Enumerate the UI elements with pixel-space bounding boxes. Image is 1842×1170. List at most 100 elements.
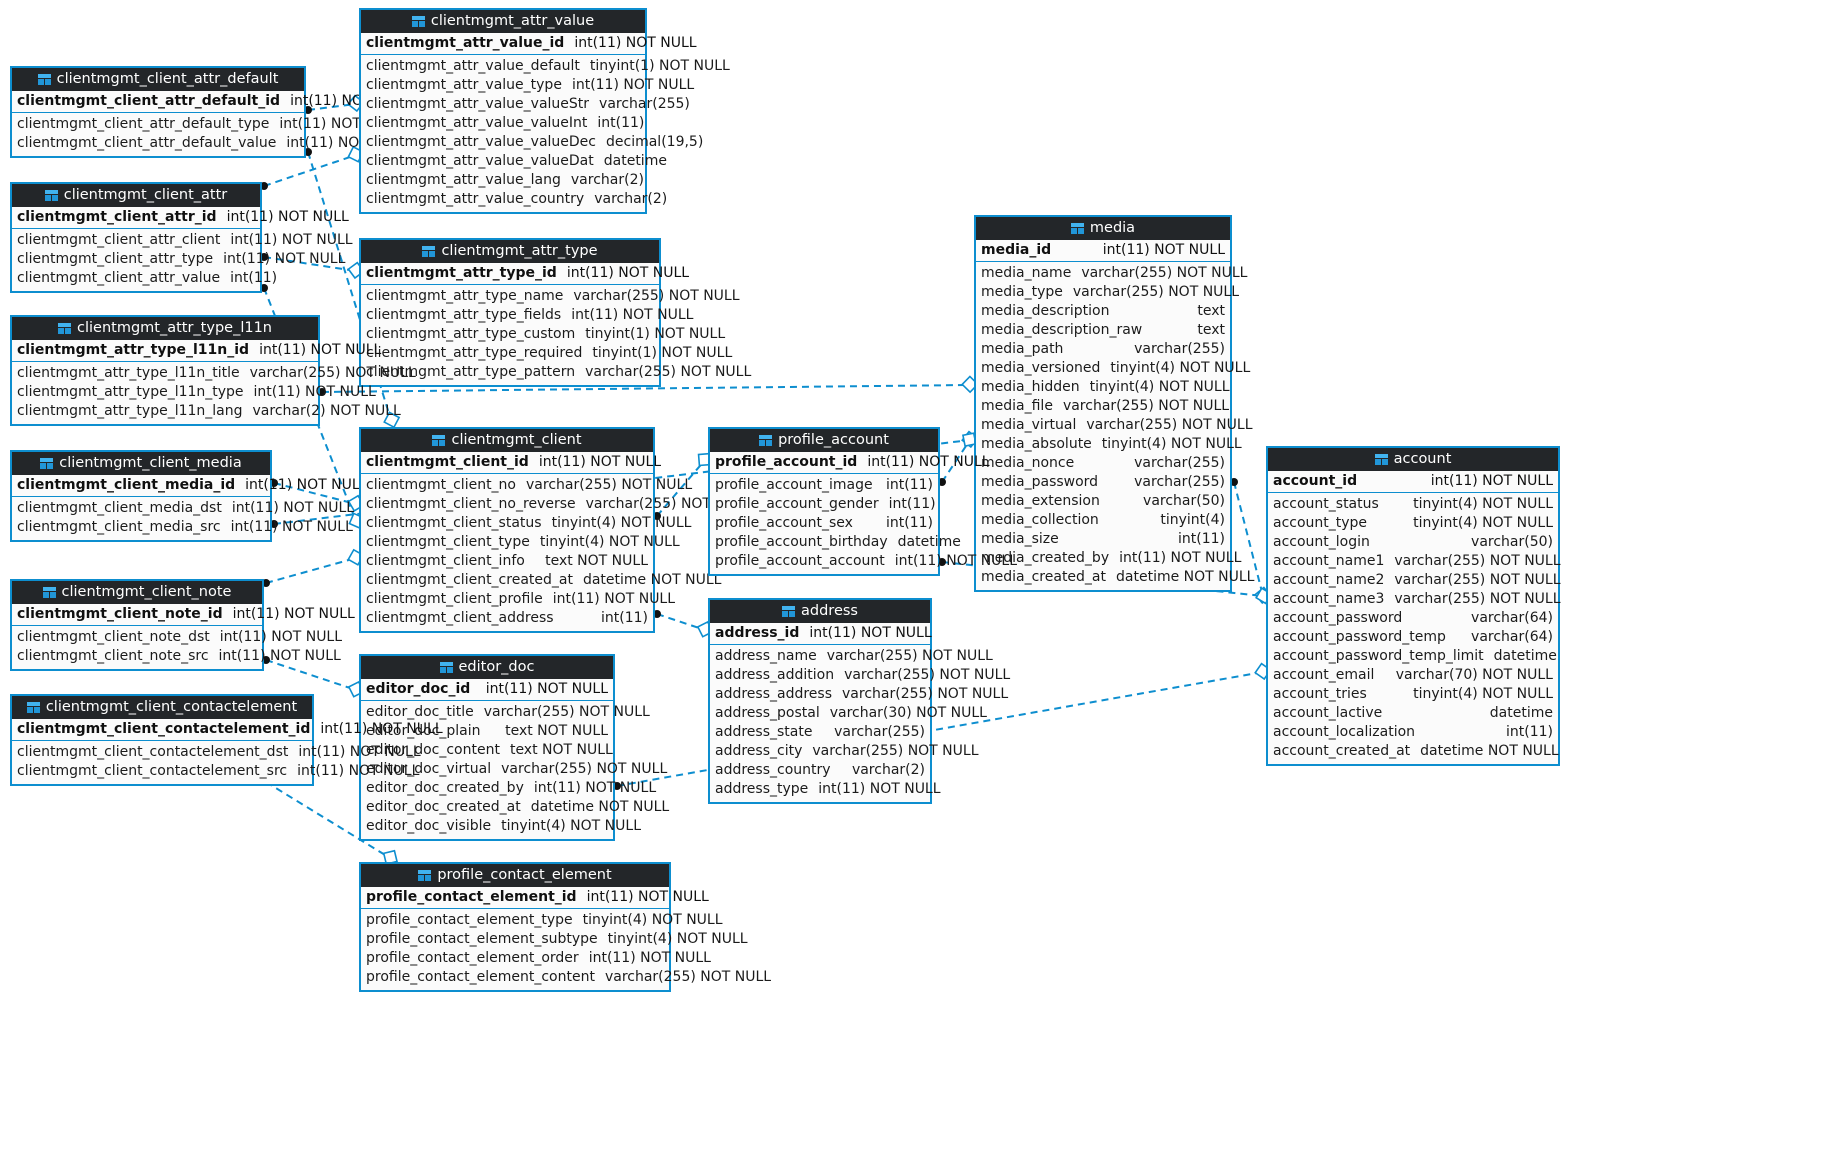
column-name: clientmgmt_attr_value_valueStr	[366, 96, 590, 112]
entity-clientmgmt_client_note[interactable]: clientmgmt_client_note clientmgmt_client_…	[10, 579, 355, 671]
column-name: editor_doc_id	[366, 681, 471, 697]
column-name: clientmgmt_attr_value_default	[366, 58, 580, 74]
column-type: tinyint(1) NOT NULL	[585, 326, 726, 342]
entity-header-address: address	[710, 600, 930, 623]
column-name: account_name3	[1273, 591, 1385, 607]
column-name: media_file	[981, 398, 1053, 414]
column-name: clientmgmt_client_type	[366, 534, 530, 550]
column-name: profile_account_account	[715, 553, 885, 569]
column-type: int(11) NOT NULL	[223, 251, 346, 267]
column-name: clientmgmt_client_info	[366, 553, 525, 569]
column-name: editor_doc_content	[366, 742, 500, 758]
column-name: address_address	[715, 686, 833, 702]
column-type: tinyint(4) NOT NULL	[607, 931, 748, 947]
column-type: int(11) NOT NULL	[588, 950, 711, 966]
column-type: varchar(255) NOT NULL	[812, 743, 979, 759]
column-name: profile_account_birthday	[715, 534, 888, 550]
column-type: varchar(255) NOT NULL	[501, 761, 668, 777]
column-type: tinyint(4) NOT NULL	[501, 818, 641, 834]
column-type: tinyint(4) NOT NULL	[1413, 686, 1553, 702]
column-type: tinyint(4) NOT NULL	[582, 912, 723, 928]
table-icon	[422, 246, 436, 257]
column-name: clientmgmt_client_no	[366, 477, 516, 493]
column-type: varchar(255) NOT NULL	[1081, 265, 1248, 281]
column-name: address_addition	[715, 667, 835, 683]
column-name: profile_account_id	[715, 454, 858, 470]
column-name: editor_doc_virtual	[366, 761, 492, 777]
entity-title: clientmgmt_client_contactelement	[45, 699, 298, 715]
column-type: datetime	[897, 534, 961, 550]
column-name: editor_doc_created_by	[366, 780, 524, 796]
column-name: clientmgmt_client_contactelement_dst	[17, 744, 289, 760]
column-type: int(11) NOT NULL	[818, 781, 941, 797]
column-name: clientmgmt_client_address	[366, 610, 554, 626]
entity-title: clientmgmt_client_media	[59, 455, 242, 471]
entity-clientmgmt_attr_type[interactable]: clientmgmt_attr_type clientmgmt_attr_type…	[359, 238, 751, 387]
column-type: int(11) NOT NULL	[218, 648, 341, 664]
column-name: clientmgmt_client_attr_default_type	[17, 116, 270, 132]
column-name: profile_account_image	[715, 477, 873, 493]
entity-header-clientmgmt_attr_type: clientmgmt_attr_type	[361, 240, 659, 263]
column-type: int(11) NOT NULL	[219, 629, 343, 645]
relation-clientmgmt_client_note-to-clientmgmt_client	[262, 548, 365, 587]
column-name: profile_account_gender	[715, 496, 879, 512]
column-type: varchar(2)	[570, 172, 644, 188]
entity-header-clientmgmt_attr_type_l11n: clientmgmt_attr_type_l11n	[12, 317, 318, 340]
entity-clientmgmt_client_media[interactable]: clientmgmt_client_media clientmgmt_client…	[10, 450, 367, 542]
column-name: address_postal	[715, 705, 820, 721]
column-type: varchar(255)	[1134, 474, 1225, 490]
column-type: tinyint(1) NOT NULL	[592, 345, 733, 361]
column-type: int(11) NOT NULL	[1430, 473, 1553, 489]
column-name: media_collection	[981, 512, 1099, 528]
column-name: clientmgmt_attr_type_custom	[366, 326, 576, 342]
column-type: int(11) NOT NULL	[230, 232, 353, 248]
column-name: address_country	[715, 762, 831, 778]
entity-title: clientmgmt_client_note	[61, 584, 232, 600]
entity-clientmgmt_client_contactelement[interactable]: clientmgmt_client_contactelement clientmg…	[10, 694, 443, 786]
column-name: clientmgmt_client_media_id	[17, 477, 236, 493]
column-type: int(11) NOT NULL	[586, 889, 709, 905]
column-type: varchar(64)	[1471, 629, 1553, 645]
column-name: address_name	[715, 648, 817, 664]
column-name: media_type	[981, 284, 1063, 300]
column-type: varchar(255)	[1134, 455, 1225, 471]
column-type: varchar(70) NOT NULL	[1395, 667, 1553, 683]
